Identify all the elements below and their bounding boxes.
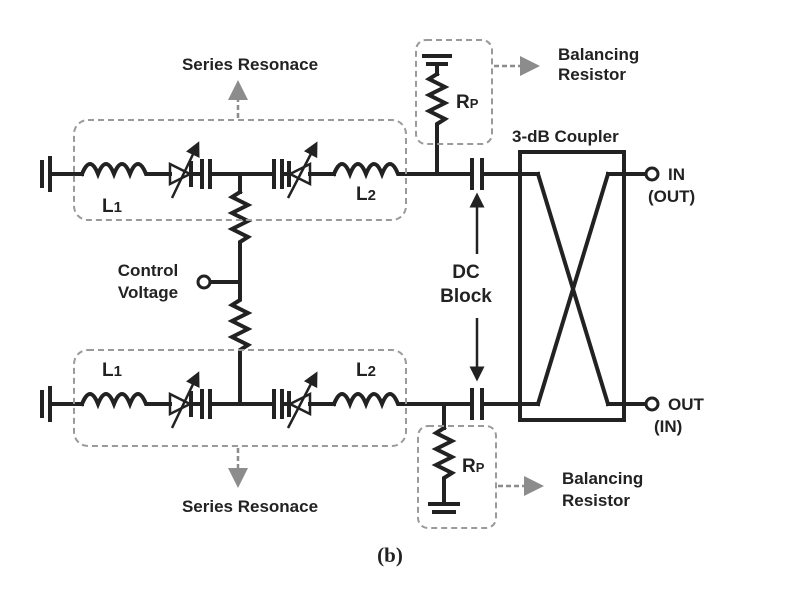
balancing-resistor-label-top-2: Resistor (558, 65, 626, 84)
dc-block-label-2: Block (440, 286, 492, 307)
series-resonance-box-top (73, 119, 407, 221)
rp-label-bottom: RP (462, 456, 485, 477)
top-branch (40, 141, 522, 199)
control-network (196, 172, 253, 406)
dc-block-capacitor-top (470, 158, 522, 190)
inductor-l2-bottom (331, 392, 472, 410)
resistor-control-bottom (227, 280, 253, 406)
l2-label-top: L2 (356, 184, 376, 205)
rp-label-top: RP (456, 92, 479, 113)
in-port-label: IN (668, 165, 685, 184)
varactor-top-1 (168, 141, 202, 199)
control-voltage-terminal (196, 274, 212, 290)
dc-block-label-1: DC (452, 262, 480, 283)
series-resonance-box-bottom (73, 349, 407, 447)
in-port-alt-label: (OUT) (648, 187, 695, 206)
bottom-branch (40, 371, 522, 429)
ground-symbol-top-left (40, 156, 84, 192)
control-voltage-label-2: Voltage (118, 283, 178, 302)
hybrid-coupler (518, 150, 660, 422)
ground-symbol-bottom-left (40, 386, 84, 422)
out-port-alt-label: (IN) (654, 417, 682, 436)
balancing-resistor-top (422, 54, 452, 176)
l2-label-bottom: L2 (356, 360, 376, 381)
capacitor-bottom-2 (272, 389, 290, 419)
balancing-resistor-box-top (415, 39, 493, 145)
varactor-bottom-1 (168, 371, 202, 429)
resistor-control-top (227, 189, 253, 284)
out-port-terminal (644, 396, 660, 412)
balancing-resistor-box-bottom (417, 425, 497, 529)
capacitor-top-2 (272, 159, 290, 189)
figure-caption: (b) (377, 543, 403, 567)
series-resonance-label-bottom: Series Resonace (182, 497, 318, 516)
varactor-top-2 (286, 141, 336, 199)
series-resonance-label-top: Series Resonace (182, 55, 318, 74)
varactor-bottom-2 (286, 371, 336, 429)
balancing-resistor-label-bottom-1: Balancing (562, 469, 643, 488)
capacitor-bottom-1 (200, 389, 274, 419)
inductor-l1-top (79, 162, 172, 180)
balancing-resistor-bottom (428, 402, 460, 514)
inductor-l1-bottom (79, 392, 172, 410)
control-voltage-label-1: Control (118, 261, 178, 280)
out-port-label: OUT (668, 395, 705, 414)
l1-label-bottom: L1 (102, 360, 122, 381)
dc-block-capacitor-bottom (470, 388, 522, 420)
in-port-terminal (644, 166, 660, 182)
inductor-l2-top (331, 162, 472, 180)
capacitor-top-1 (200, 159, 274, 189)
l1-label-top: L1 (102, 196, 122, 217)
balancing-resistor-label-bottom-2: Resistor (562, 491, 630, 510)
balancing-resistor-label-top-1: Balancing (558, 45, 639, 64)
coupler-label: 3-dB Coupler (512, 127, 619, 146)
